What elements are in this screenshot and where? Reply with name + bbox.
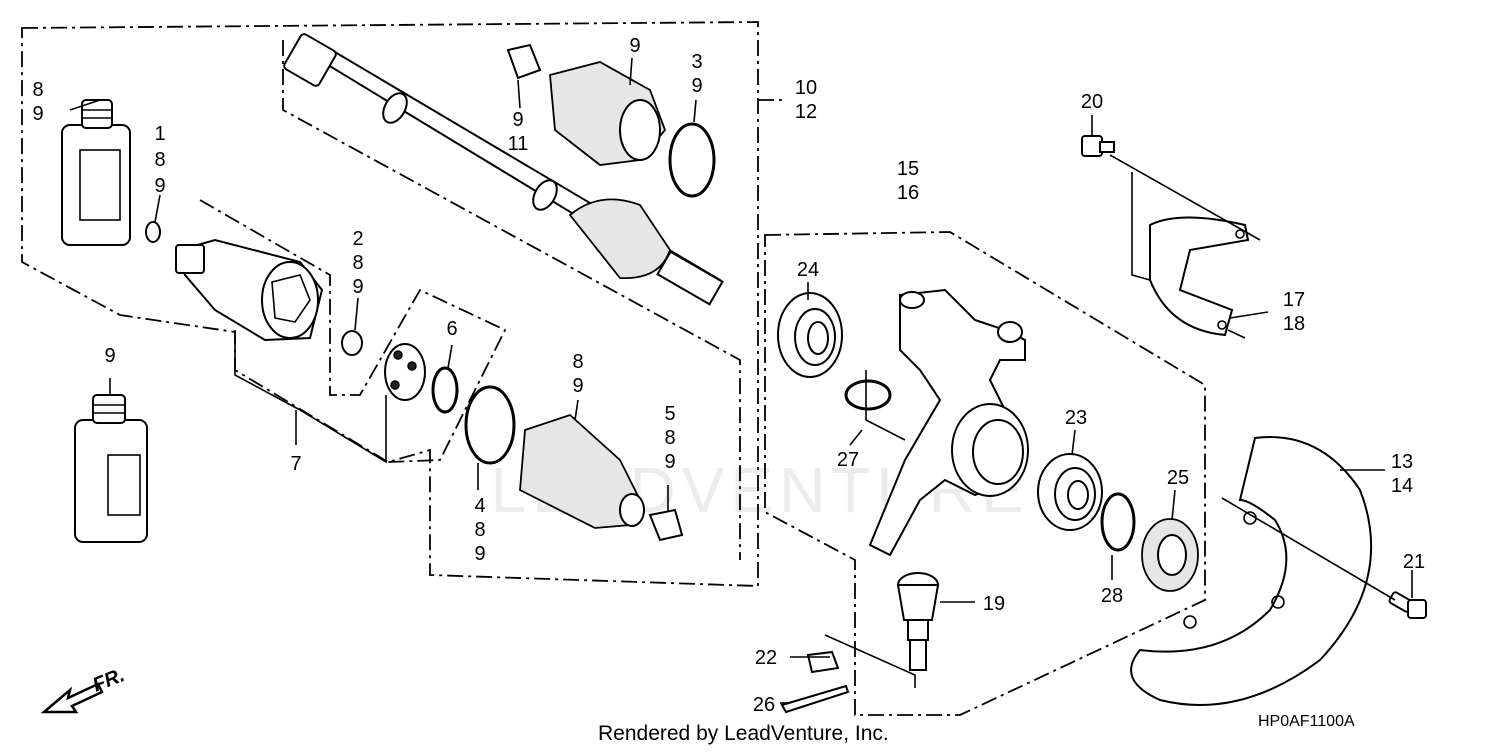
- group-outline-cvjoint: [199, 199, 507, 463]
- front-arrow-icon: FR.: [40, 664, 128, 714]
- bolt-20: [1081, 135, 1115, 157]
- label-19: 19: [983, 593, 1005, 615]
- axle-shaft: [283, 33, 724, 306]
- label-20: 20: [1081, 91, 1103, 113]
- label-23: 23: [1065, 407, 1087, 429]
- label-21: 21: [1403, 551, 1425, 573]
- circlip-6: [431, 366, 459, 414]
- boot-band-4-8-9: [464, 385, 516, 465]
- label-27: 27: [837, 449, 859, 471]
- stop-ring-2: [341, 330, 363, 356]
- boot-outer: [549, 61, 667, 166]
- label-9-left: 9: [104, 345, 115, 367]
- disc-cover-13-14: [1130, 436, 1373, 706]
- group-outline-driveshaft: [21, 21, 759, 587]
- bearing-24: [777, 292, 843, 378]
- label-28: 28: [1101, 585, 1123, 607]
- cotter-pin-26: [780, 684, 850, 714]
- cv-joint-housing: [175, 238, 324, 342]
- knuckle: [868, 288, 1029, 557]
- label-6: 6: [446, 318, 457, 340]
- label-7: 7: [290, 453, 301, 475]
- boot-clip-5-8-9: [648, 508, 684, 542]
- castle-nut-22: [806, 650, 840, 674]
- oil-bottle-top: [61, 99, 131, 246]
- circlip-28: [1100, 492, 1136, 552]
- boot-clip-9-11: [506, 43, 542, 80]
- label-9-boot: 9: [629, 35, 640, 57]
- circlip-27: [844, 379, 892, 411]
- group-outline-knuckle: [764, 231, 1206, 716]
- cv-cage: [384, 343, 426, 401]
- label-24: 24: [797, 259, 819, 281]
- seal-25: [1141, 518, 1199, 592]
- guard-17-18: [1149, 216, 1250, 337]
- label-25: 25: [1167, 467, 1189, 489]
- footer-credit: Rendered by LeadVenture, Inc.: [598, 722, 889, 745]
- boot-inner: [519, 413, 645, 529]
- label-26: 26: [753, 694, 775, 716]
- oil-bottle-left: [74, 394, 148, 543]
- diagram-code: HP0AF1100A: [1258, 713, 1355, 730]
- svg-text:FR.: FR.: [90, 664, 128, 696]
- o-ring-1: [145, 221, 161, 243]
- leader-lines: [69, 57, 1413, 704]
- label-22: 22: [755, 647, 777, 669]
- boot-band-3-9: [668, 122, 716, 198]
- group-outline-shaft-sub: [282, 40, 741, 560]
- ball-joint-19: [896, 572, 940, 671]
- bolt-21: [1388, 591, 1427, 619]
- bearing-23: [1037, 453, 1103, 531]
